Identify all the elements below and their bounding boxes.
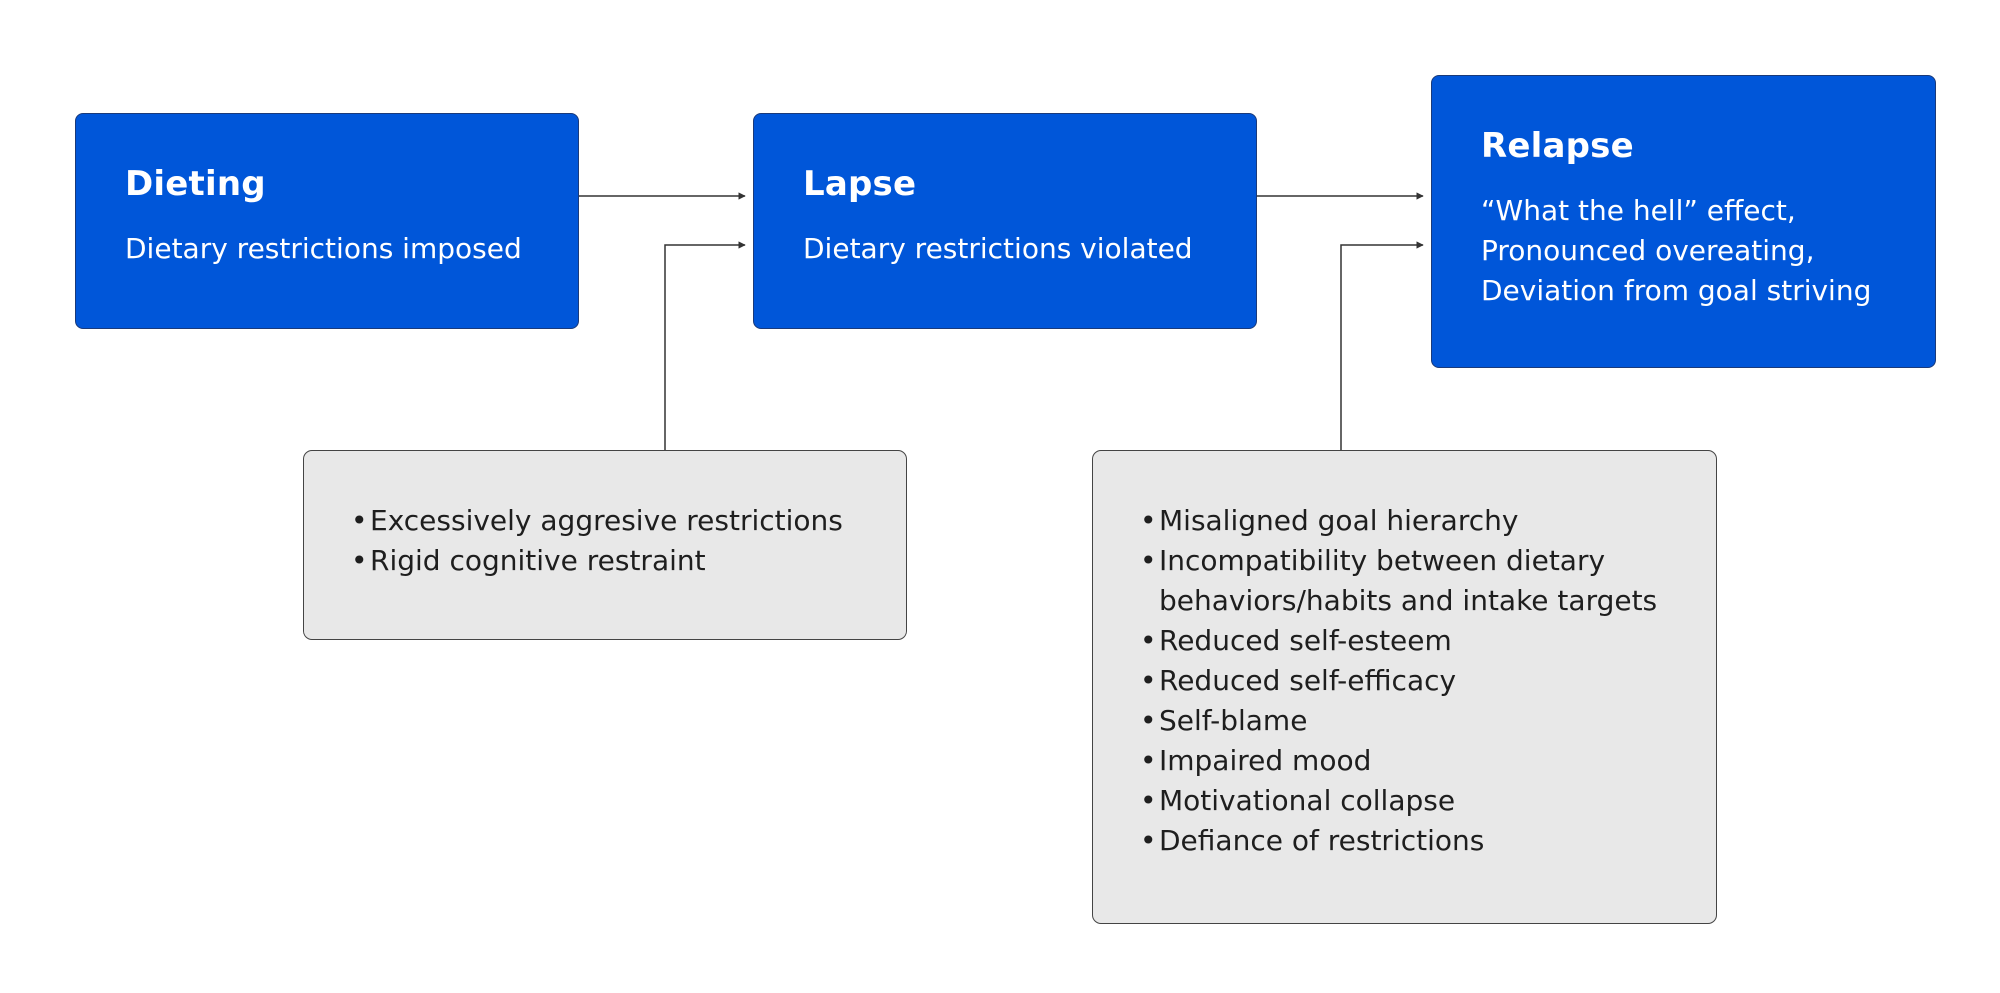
list-item-text: Impaired mood [1159,744,1372,777]
stage-lapse-title: Lapse [803,164,917,204]
connector-relapse-factors-to-relapse [1340,241,1424,450]
stage-relapse-line: Pronounced overeating, [1481,234,1815,267]
lapse-risk-factors-box: •Excessively aggresive restrictions •Rig… [303,450,907,640]
stage-dieting-title: Dieting [125,164,266,204]
stage-relapse-line: Deviation from goal striving [1481,274,1872,307]
bullet-icon: • [1140,624,1157,657]
connector-lapse-factors-to-lapse [664,241,746,450]
list-item: •Misaligned goal hierarchy [1140,501,1657,541]
stage-relapse-title: Relapse [1481,126,1634,166]
bullet-icon: • [1140,664,1157,697]
stage-relapse-box: Relapse “What the hell” effect, Pronounc… [1431,75,1936,368]
list-item-text: Reduced self-esteem [1159,624,1452,657]
stage-relapse-description: “What the hell” effect, Pronounced overe… [1481,191,1871,311]
stage-lapse-line: Dietary restrictions violated [803,232,1193,265]
list-item: •Reduced self-efficacy [1140,661,1657,701]
list-item-text: Rigid cognitive restraint [370,544,706,577]
bullet-icon: • [1140,744,1157,777]
list-item-text: Incompatibility between dietary behavior… [1159,544,1658,617]
relapse-risk-factors-list: •Misaligned goal hierarchy •Incompatibil… [1140,501,1657,861]
lapse-risk-factors-list: •Excessively aggresive restrictions •Rig… [351,501,843,581]
stage-relapse-line: “What the hell” effect, [1481,194,1796,227]
list-item-text: Self-blame [1159,704,1308,737]
list-item: •Impaired mood [1140,741,1657,781]
bullet-icon: • [351,544,368,577]
bullet-icon: • [1140,704,1157,737]
list-item-text: Excessively aggresive restrictions [370,504,843,537]
list-item: •Excessively aggresive restrictions [351,501,843,541]
bullet-icon: • [1140,544,1157,577]
relapse-risk-factors-box: •Misaligned goal hierarchy •Incompatibil… [1092,450,1717,924]
list-item: •Defiance of restrictions [1140,821,1657,861]
bullet-icon: • [1140,824,1157,857]
list-item: •Incompatibility between dietary behavio… [1140,541,1657,621]
stage-dieting-description: Dietary restrictions imposed [125,229,522,269]
stage-lapse-description: Dietary restrictions violated [803,229,1193,269]
bullet-icon: • [1140,504,1157,537]
list-item-text: Motivational collapse [1159,784,1456,817]
list-item-text: Misaligned goal hierarchy [1159,504,1519,537]
bullet-icon: • [351,504,368,537]
stage-dieting-line: Dietary restrictions imposed [125,232,522,265]
list-item-text: Reduced self-efficacy [1159,664,1457,697]
bullet-icon: • [1140,784,1157,817]
list-item: •Motivational collapse [1140,781,1657,821]
list-item: •Rigid cognitive restraint [351,541,843,581]
list-item-text: Defiance of restrictions [1159,824,1485,857]
list-item: •Self-blame [1140,701,1657,741]
stage-lapse-box: Lapse Dietary restrictions violated [753,113,1257,329]
list-item: •Reduced self-esteem [1140,621,1657,661]
stage-dieting-box: Dieting Dietary restrictions imposed [75,113,579,329]
